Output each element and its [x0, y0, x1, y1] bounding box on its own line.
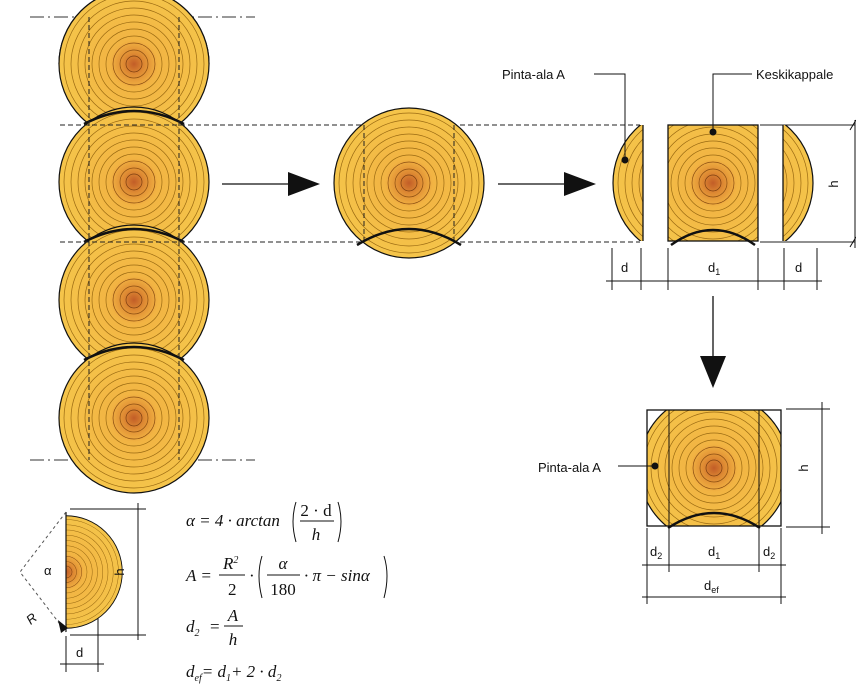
svg-text:α: α [279, 554, 289, 573]
dim-row-top: d d1 d [606, 248, 822, 290]
svg-text:2: 2 [228, 580, 237, 599]
arrow-1 [222, 172, 320, 196]
arrow-2 [498, 172, 596, 196]
right-segment [782, 125, 814, 241]
svg-text:α: α [44, 563, 52, 578]
dim-h-top: h [826, 119, 856, 248]
svg-text:d1: d1 [708, 544, 720, 561]
formula-def: def= d1+ 2 · d2 [186, 662, 281, 684]
label-pinta-ala-top: Pinta-ala A [502, 67, 629, 164]
formula-area: A = R2 2 · α 180 · π − sinα [185, 554, 388, 599]
svg-text:h: h [229, 630, 238, 649]
svg-text:=: = [210, 617, 220, 636]
svg-text:Pinta-ala A: Pinta-ala A [502, 67, 565, 82]
svg-text:d: d [621, 260, 628, 275]
label-pinta-ala-bottom: Pinta-ala A [538, 460, 659, 475]
label-keskikappale: Keskikappale [709, 67, 833, 136]
single-log [333, 107, 485, 259]
svg-text:A: A [227, 606, 239, 625]
svg-text:def= d1+ 2 · d2: def= d1+ 2 · d2 [186, 662, 281, 684]
log-4 [58, 342, 210, 494]
segment-detail: α R h d [19, 503, 146, 672]
svg-text:·: · [249, 566, 255, 585]
formula-d2: d2 = A h [186, 606, 243, 649]
svg-text:Keskikappale: Keskikappale [756, 67, 833, 82]
arrow-down [700, 296, 726, 388]
svg-text:α = 4 · arctan: α = 4 · arctan [186, 511, 280, 530]
dim-h-bottom: h [786, 402, 830, 534]
svg-text:· π − sinα: · π − sinα [304, 566, 371, 585]
left-segment [612, 125, 644, 241]
svg-text:Pinta-ala A: Pinta-ala A [538, 460, 601, 475]
svg-text:def: def [704, 578, 719, 595]
formula-alpha: α = 4 · arctan 2 · d h [186, 501, 342, 544]
svg-text:R: R [23, 610, 40, 628]
svg-text:2 · d: 2 · d [300, 501, 332, 520]
svg-text:d: d [795, 260, 802, 275]
svg-text:A =: A = [185, 566, 212, 585]
svg-text:d1: d1 [708, 260, 720, 277]
svg-text:h: h [312, 525, 321, 544]
svg-text:R2: R2 [222, 554, 238, 573]
dim-row-bottom: d2 d1 d2 def [642, 528, 786, 604]
log-stack [30, 0, 255, 494]
svg-text:d2: d2 [650, 544, 662, 561]
svg-text:d2: d2 [763, 544, 775, 561]
resulting-section [646, 409, 782, 530]
svg-text:h: h [112, 568, 127, 575]
svg-text:h: h [796, 464, 811, 471]
svg-text:d2: d2 [186, 617, 200, 639]
svg-text:d: d [76, 645, 83, 660]
svg-text:180: 180 [270, 580, 296, 599]
svg-text:h: h [826, 180, 841, 187]
